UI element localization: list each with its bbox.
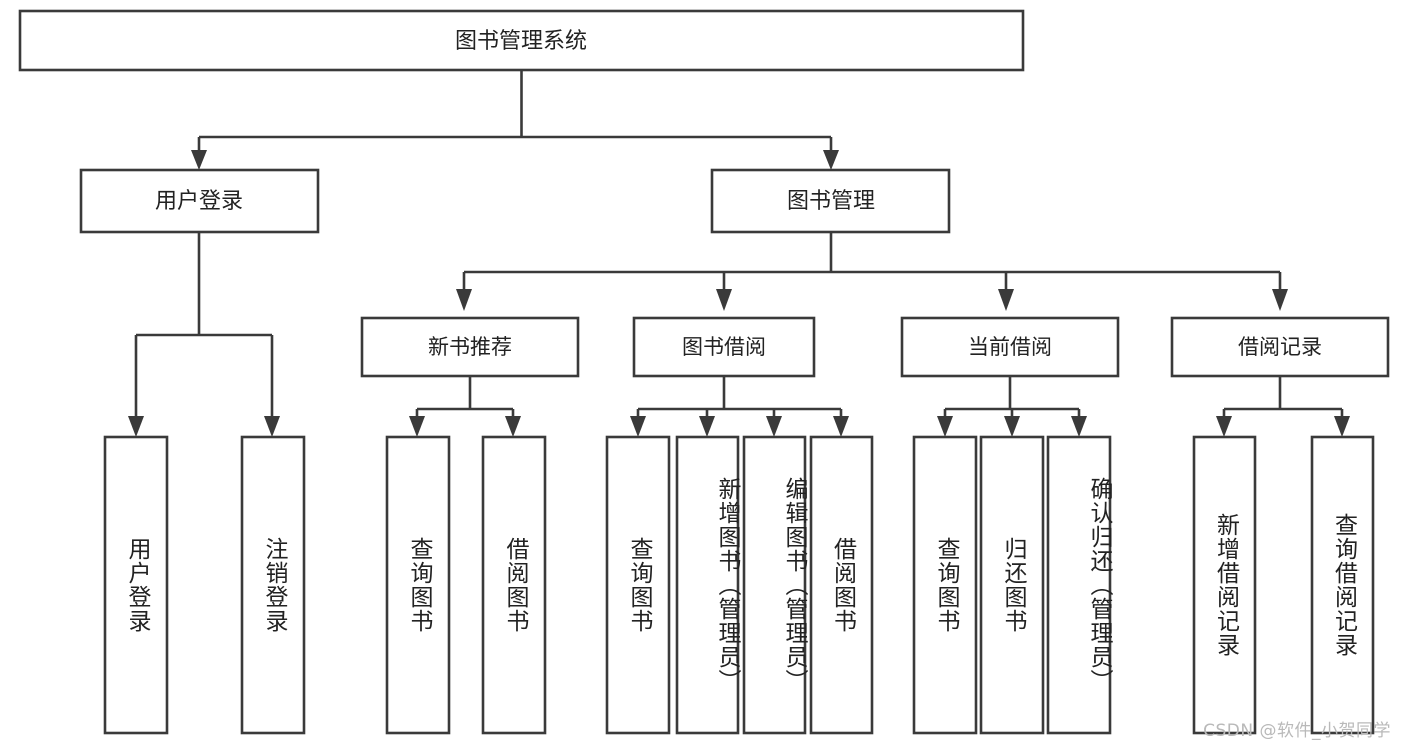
node-user-login-label: 用户登录 xyxy=(155,189,243,214)
leaf-box-records-0[interactable] xyxy=(1192,435,1257,735)
connector-bookmgmt-to-level3 xyxy=(456,232,1288,311)
leaf-box-current-1[interactable] xyxy=(979,435,1045,735)
node-borrow-records[interactable]: 借阅记录 xyxy=(1170,316,1390,378)
csdn-watermark: CSDN @软件_小贺同学 xyxy=(1203,721,1391,741)
leaf-box-borrow-1[interactable] xyxy=(675,435,740,735)
connector-records-to-leaves xyxy=(1216,376,1350,437)
connector-borrow-to-leaves xyxy=(630,376,849,437)
leaf-box-borrow-2[interactable] xyxy=(742,435,807,735)
node-book-management[interactable]: 图书管理 xyxy=(710,168,951,234)
node-book-borrow-label: 图书借阅 xyxy=(682,335,766,359)
node-book-borrow[interactable]: 图书借阅 xyxy=(632,316,816,378)
leaf-box-new-books-1[interactable] xyxy=(481,435,547,735)
node-current-borrow-label: 当前借阅 xyxy=(968,335,1052,359)
node-new-book-recommend[interactable]: 新书推荐 xyxy=(360,316,580,378)
connector-newbooks-to-leaves xyxy=(409,376,521,437)
leaf-box-user-login-1[interactable] xyxy=(240,435,306,735)
leaf-box-current-0[interactable] xyxy=(912,435,978,735)
node-root[interactable]: 图书管理系统 xyxy=(18,9,1025,72)
node-user-login[interactable]: 用户登录 xyxy=(79,168,320,234)
node-new-book-recommend-label: 新书推荐 xyxy=(428,335,512,359)
leaf-box-borrow-0[interactable] xyxy=(605,435,671,735)
connector-root-to-level2 xyxy=(191,70,839,170)
leaf-box-current-2[interactable] xyxy=(1046,435,1112,735)
leaf-box-borrow-3[interactable] xyxy=(809,435,874,735)
leaf-box-records-1[interactable] xyxy=(1310,435,1375,735)
leaf-box-new-books-0[interactable] xyxy=(385,435,451,735)
connector-current-to-leaves xyxy=(937,376,1087,437)
node-current-borrow[interactable]: 当前借阅 xyxy=(900,316,1120,378)
leaf-box-user-login-0[interactable] xyxy=(103,435,169,735)
node-root-label: 图书管理系统 xyxy=(455,29,587,54)
connector-userlogin-to-leaves xyxy=(128,232,280,437)
node-book-management-label: 图书管理 xyxy=(787,189,875,214)
node-borrow-records-label: 借阅记录 xyxy=(1238,335,1322,359)
